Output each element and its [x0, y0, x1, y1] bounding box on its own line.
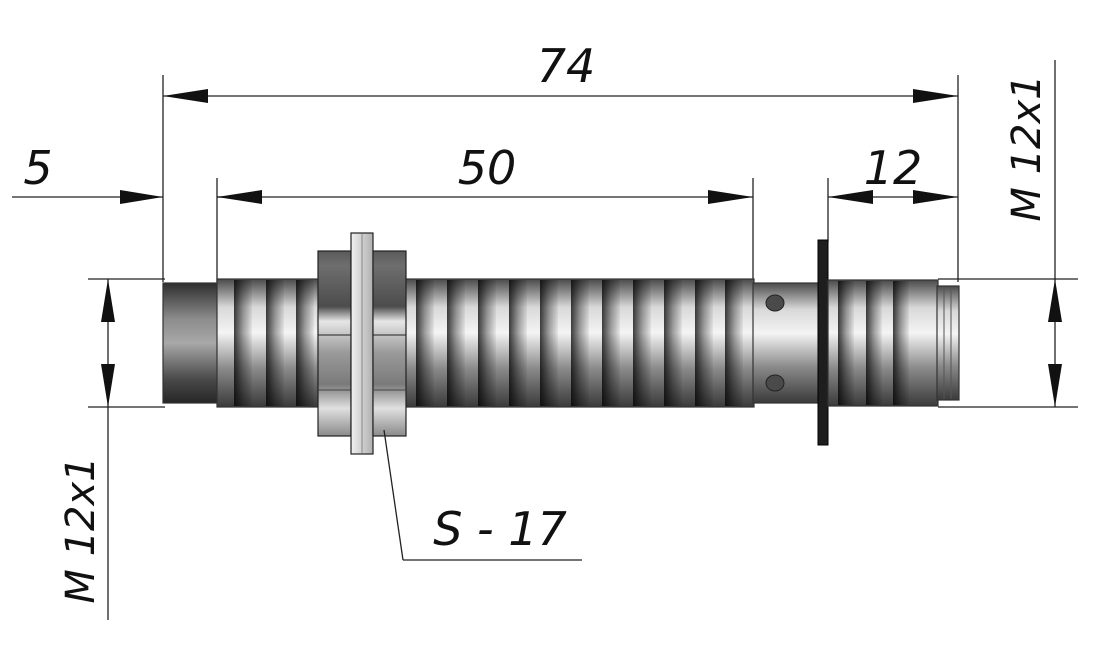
thread-label-left: M 12x1 — [58, 456, 104, 603]
hex-nut-right — [372, 250, 407, 437]
dimension-thread-left: M 12x1 — [58, 279, 115, 620]
arrow-right-icon — [913, 190, 958, 204]
dimension-front-thread: 12 — [828, 141, 958, 204]
arrow-up-icon — [101, 279, 115, 322]
dimension-label-12: 12 — [864, 141, 923, 195]
hex-nut-left — [317, 250, 352, 437]
nut-size-callout: S - 17 — [383, 429, 582, 561]
dimension-thread-right: M 12x1 — [1004, 60, 1062, 407]
thread-grooves-main — [416, 280, 743, 406]
dimension-overall-length: 74 — [163, 39, 958, 103]
arrow-left-icon — [163, 89, 208, 103]
thread-grooves-rear — [234, 280, 314, 406]
front-washer — [817, 239, 829, 446]
thread-grooves-front — [838, 281, 909, 405]
arrow-left-icon — [217, 190, 262, 204]
nut-assembly — [317, 232, 407, 455]
vent-hole — [765, 294, 785, 312]
sensor-body — [162, 239, 960, 446]
rear-cap — [162, 282, 220, 404]
dimension-rear-offset: 5 — [12, 141, 260, 204]
arrow-down-icon — [101, 364, 115, 407]
dimension-thread-length: 50 — [217, 141, 753, 204]
arrow-left-icon — [828, 190, 873, 204]
dimension-label-74: 74 — [537, 39, 596, 93]
arrow-up-icon — [1048, 279, 1062, 322]
vent-hole — [765, 374, 785, 392]
dimension-label-50: 50 — [458, 141, 517, 195]
arrow-right-icon — [120, 190, 163, 204]
nut-size-label: S - 17 — [433, 502, 567, 556]
arrow-right-icon — [708, 190, 753, 204]
dimension-label-5: 5 — [23, 141, 52, 195]
arrow-down-icon — [1048, 364, 1062, 407]
front-face — [936, 285, 960, 401]
smooth-section — [752, 282, 820, 404]
thread-label-right: M 12x1 — [1004, 74, 1050, 221]
arrow-right-icon — [913, 89, 958, 103]
